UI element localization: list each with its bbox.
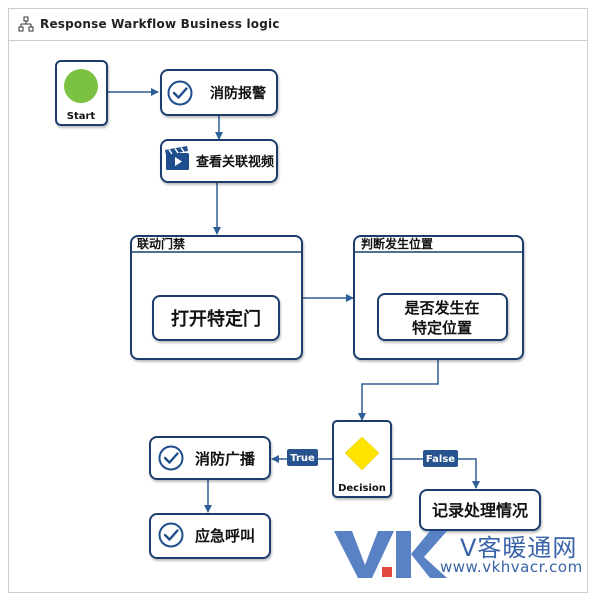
watermark-url: www.vkhvacr.com [440,558,583,576]
title-bar: Response Warkflow Business logic [8,8,588,41]
diagram-title: Response Warkflow Business logic [40,17,280,31]
start-circle [64,69,98,103]
fire-alarm-label: 消防报警 [210,85,266,102]
location-group: 判断发生位置 是否发生在 特定位置 [353,235,524,360]
watermark-red-square [382,567,392,577]
watermark-v-letter [334,531,394,578]
watermark-k-arm [411,531,447,578]
decision-node: Decision [332,420,392,498]
false-label-text: False [426,454,455,465]
location-group-title: 判断发生位置 [361,236,433,251]
view-video-label: 查看关联视频 [195,154,274,170]
check-location-label-1: 是否发生在 [403,299,479,317]
broadcast-label: 消防广播 [195,450,256,468]
emergency-call-node: 应急呼叫 [149,513,271,559]
false-edge-label: False [423,450,458,467]
record-node: 记录处理情况 [419,489,541,531]
record-label: 记录处理情况 [432,501,528,520]
emergency-call-label: 应急呼叫 [195,527,255,545]
edges [108,88,480,513]
door-group: 联动门禁 打开特定门 [130,235,303,360]
broadcast-node: 消防广播 [149,436,271,480]
start-label: Start [67,111,96,122]
fire-alarm-node: 消防报警 [160,69,278,116]
open-door-node: 打开特定门 [152,295,280,341]
open-door-label: 打开特定门 [171,308,261,330]
watermark-k-stem [396,531,411,578]
decision-diamond [344,436,380,471]
view-video-node: 查看关联视频 [160,139,278,183]
check-circle-icon [167,80,193,106]
check-location-label-2: 特定位置 [412,319,472,337]
check-circle-icon [158,522,184,548]
video-clapper-icon [165,146,189,170]
start-node: Start [55,60,108,126]
true-label-text: True [290,453,315,464]
workflow-icon [18,16,34,32]
check-location-node: 是否发生在 特定位置 [377,293,508,341]
door-group-title: 联动门禁 [137,236,185,251]
edge-decision-false [392,458,480,489]
true-edge-label: True [287,449,318,466]
check-circle-icon [158,445,184,471]
watermark-logo [334,531,447,578]
decision-label: Decision [338,483,386,494]
edge-location-to-decision [358,359,439,421]
watermark-name: V客暖通网 [460,534,578,562]
